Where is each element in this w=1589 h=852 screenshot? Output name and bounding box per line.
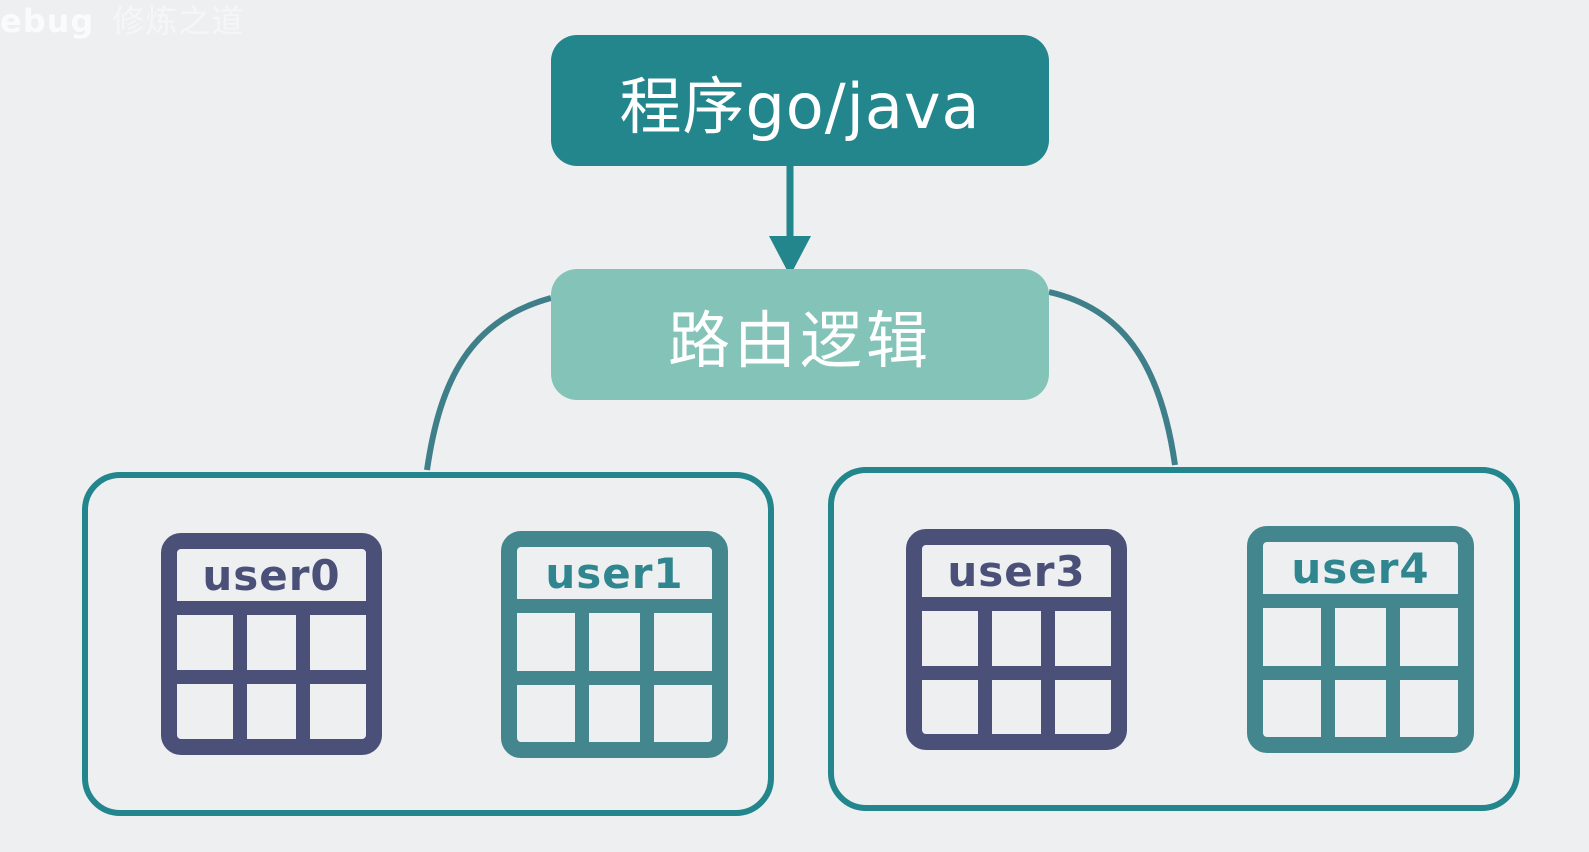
program-node-label: 程序go/java bbox=[619, 69, 981, 143]
router-to-left-group-curve bbox=[424, 295, 552, 471]
watermark: ebug 修炼之道 bbox=[0, 0, 244, 42]
router-node-label: 路由逻辑 bbox=[667, 303, 932, 377]
table-user1: user1 bbox=[501, 531, 728, 758]
watermark-text: ebug bbox=[0, 2, 95, 40]
program-node: 程序go/java bbox=[551, 35, 1049, 166]
table-user0: user0 bbox=[161, 533, 382, 755]
table-label: user1 bbox=[545, 548, 684, 598]
table-header-divider bbox=[177, 601, 366, 615]
table-label: user3 bbox=[947, 546, 1086, 596]
table-grid bbox=[1263, 608, 1458, 737]
table-grid bbox=[922, 611, 1111, 734]
watermark-subtext: 修炼之道 bbox=[112, 2, 245, 40]
router-to-right-group-curve bbox=[1048, 289, 1178, 466]
router-node: 路由逻辑 bbox=[551, 269, 1049, 400]
table-label: user0 bbox=[202, 550, 341, 600]
table-label: user4 bbox=[1291, 543, 1430, 593]
arrow-down-icon bbox=[769, 236, 811, 276]
database-group-right bbox=[828, 467, 1520, 811]
table-grid bbox=[517, 613, 712, 742]
table-header-divider bbox=[1263, 594, 1458, 608]
table-user4: user4 bbox=[1247, 526, 1474, 753]
table-grid bbox=[177, 615, 366, 739]
table-header-divider bbox=[517, 599, 712, 613]
table-header-divider bbox=[922, 597, 1111, 611]
table-user3: user3 bbox=[906, 529, 1127, 750]
database-group-left bbox=[82, 472, 774, 816]
